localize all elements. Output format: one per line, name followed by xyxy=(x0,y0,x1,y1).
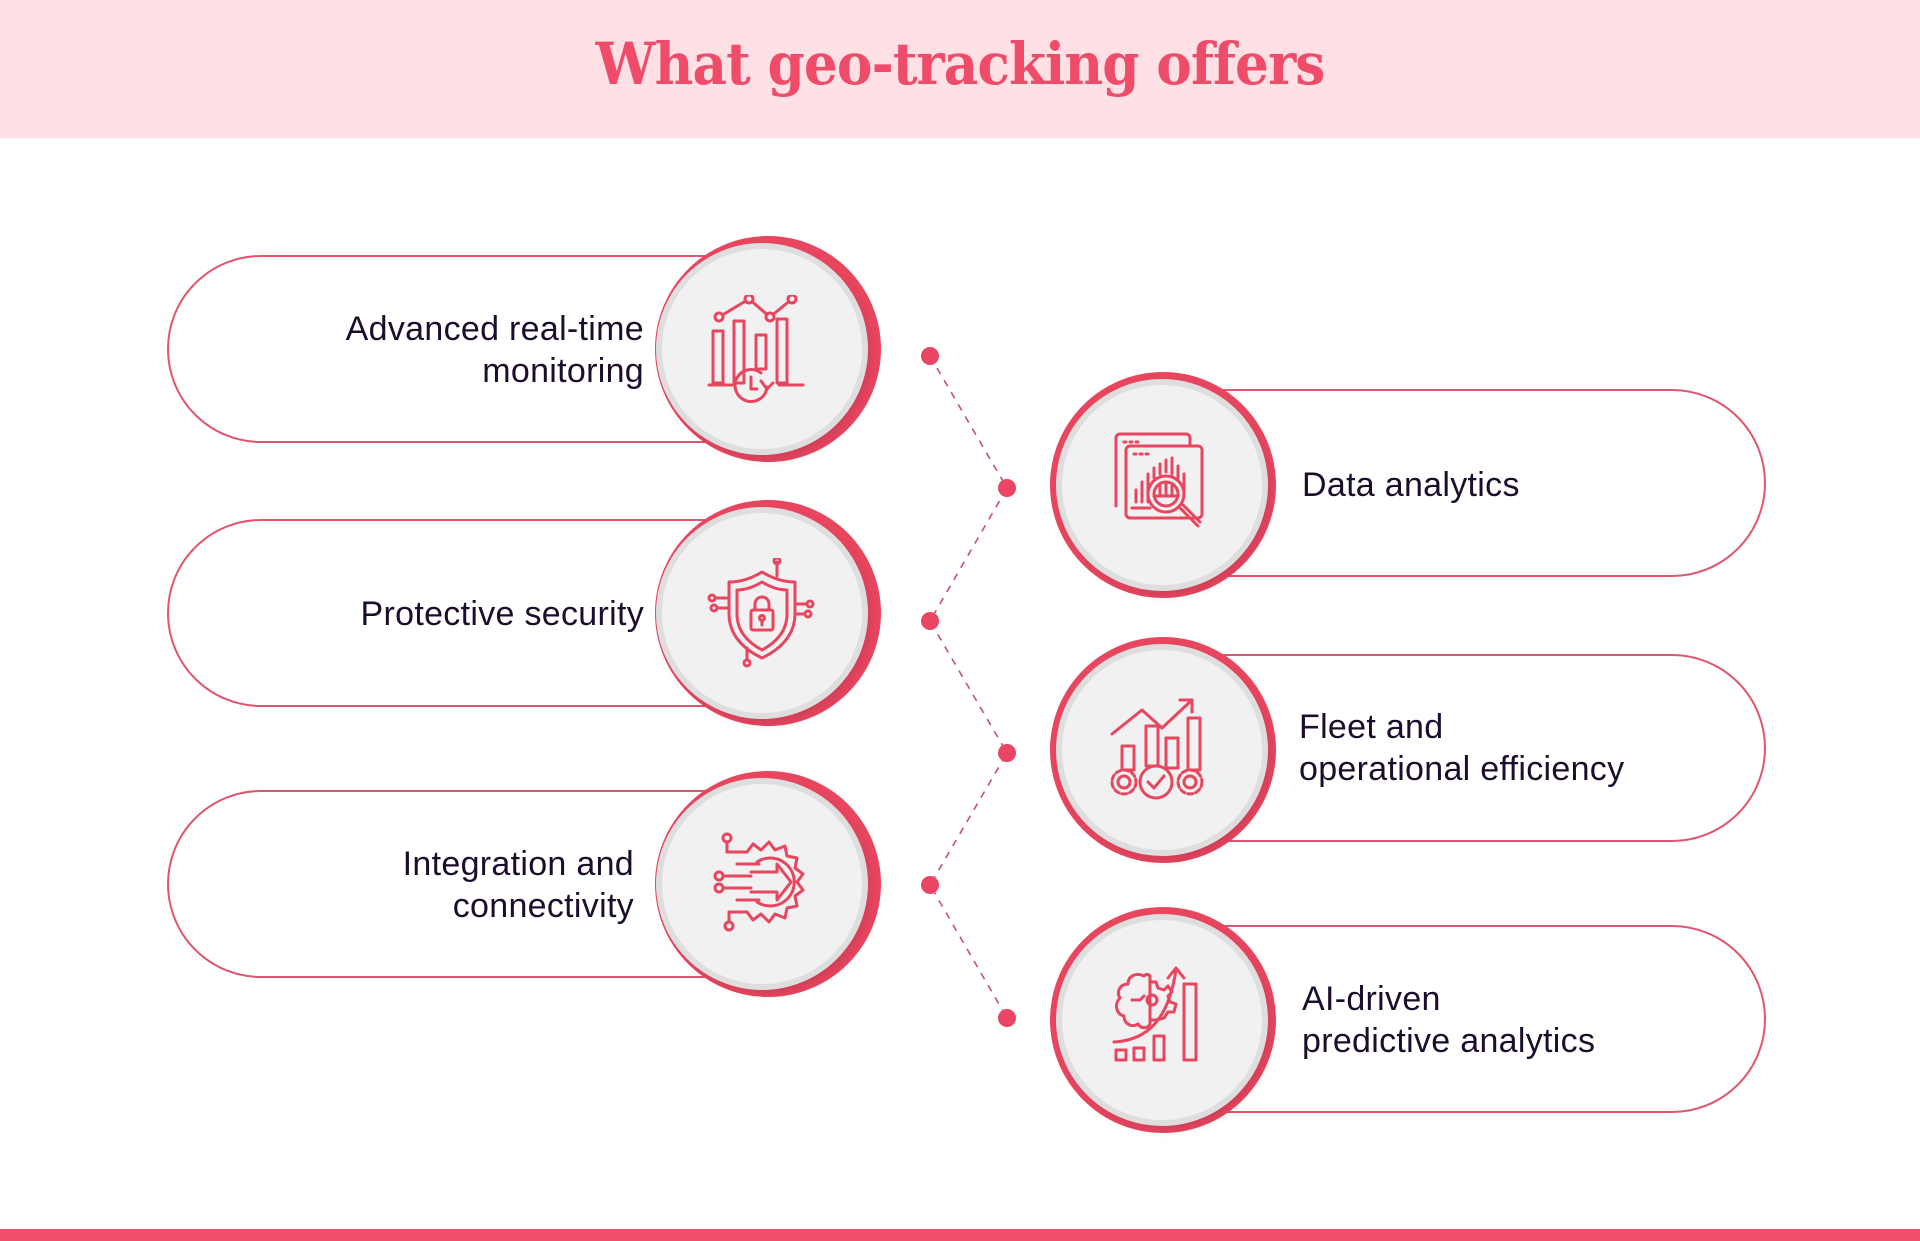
icon-disc xyxy=(1062,650,1262,850)
feature-label-line1: AI-driven xyxy=(1302,980,1441,1018)
header-banner xyxy=(0,0,1920,138)
shield-lock-circuit-icon xyxy=(707,558,817,668)
feature-label-line1: Integration and xyxy=(402,845,634,883)
connector-dot xyxy=(921,876,939,894)
feature-label: AI-driven predictive analytics xyxy=(1302,978,1762,1062)
realtime-monitoring-chart-clock-icon xyxy=(707,295,817,405)
feature-label: Protective security xyxy=(220,593,644,635)
connector-dot xyxy=(921,347,939,365)
feature-label: Integration and connectivity xyxy=(210,843,634,927)
icon-disc xyxy=(662,249,862,449)
footer-accent-bar xyxy=(0,1229,1920,1241)
feature-label-line1: Protective security xyxy=(360,595,644,633)
connector-dot xyxy=(998,479,1016,497)
feature-label-line1: Advanced real-time xyxy=(345,310,644,348)
connector-dot xyxy=(998,744,1016,762)
feature-label-line1: Data analytics xyxy=(1302,466,1520,504)
feature-label: Fleet and operational efficiency xyxy=(1299,706,1759,790)
icon-disc xyxy=(662,513,862,713)
connector-dot xyxy=(998,1009,1016,1027)
feature-label-line2: monitoring xyxy=(482,352,644,390)
window-chart-magnifier-icon xyxy=(1106,430,1216,540)
feature-label: Data analytics xyxy=(1302,464,1722,506)
page-title: What geo-tracking offers xyxy=(595,30,1326,98)
gear-arrow-circuit-icon xyxy=(707,830,817,940)
icon-disc xyxy=(662,784,862,984)
brain-gear-growth-chart-icon xyxy=(1106,962,1216,1072)
feature-label: Advanced real-time monitoring xyxy=(220,308,644,392)
feature-label-line2: connectivity xyxy=(452,887,634,925)
icon-disc xyxy=(1062,385,1262,585)
chart-gears-checkmark-icon xyxy=(1106,692,1216,802)
feature-label-line2: operational efficiency xyxy=(1299,750,1625,788)
connector-dot xyxy=(921,612,939,630)
feature-label-line2: predictive analytics xyxy=(1302,1022,1596,1060)
feature-label-line1: Fleet and xyxy=(1299,708,1444,746)
